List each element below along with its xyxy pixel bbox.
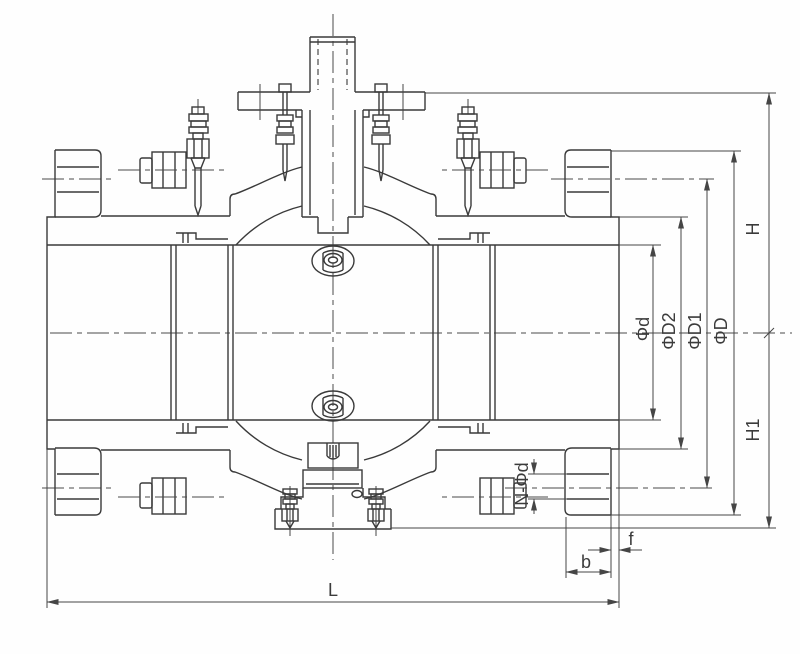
dimension-lines [46,92,775,605]
dim-label-height-bottom: H1 [743,418,763,441]
dim-label-bore-diameter: Φd [633,317,653,341]
dim-label-face-to-face: L [328,580,338,600]
dim-label-flange-thickness: b [581,552,591,572]
dim-label-height-top: H [743,223,763,236]
dimension-labels: Φd ΦD2 ΦD1 ΦD H H1 L b f N-Φd [328,223,763,601]
dim-label-bolt-circle-diameter: ΦD1 [685,312,705,349]
bottom-trunnion-assembly [274,442,392,537]
valve-body-right [363,83,620,516]
ball-trunnion-bosses [311,245,355,422]
stem-assembly [237,36,426,234]
dim-label-seal-face-diameter: ΦD2 [659,312,679,349]
dim-label-raised-face-height: f [628,529,634,549]
dim-label-flange-outer-diameter: ΦD [711,317,731,344]
dim-label-bolt-holes: N-Φd [512,462,532,505]
valve-body-left [46,83,303,516]
bore-lines [47,244,619,421]
